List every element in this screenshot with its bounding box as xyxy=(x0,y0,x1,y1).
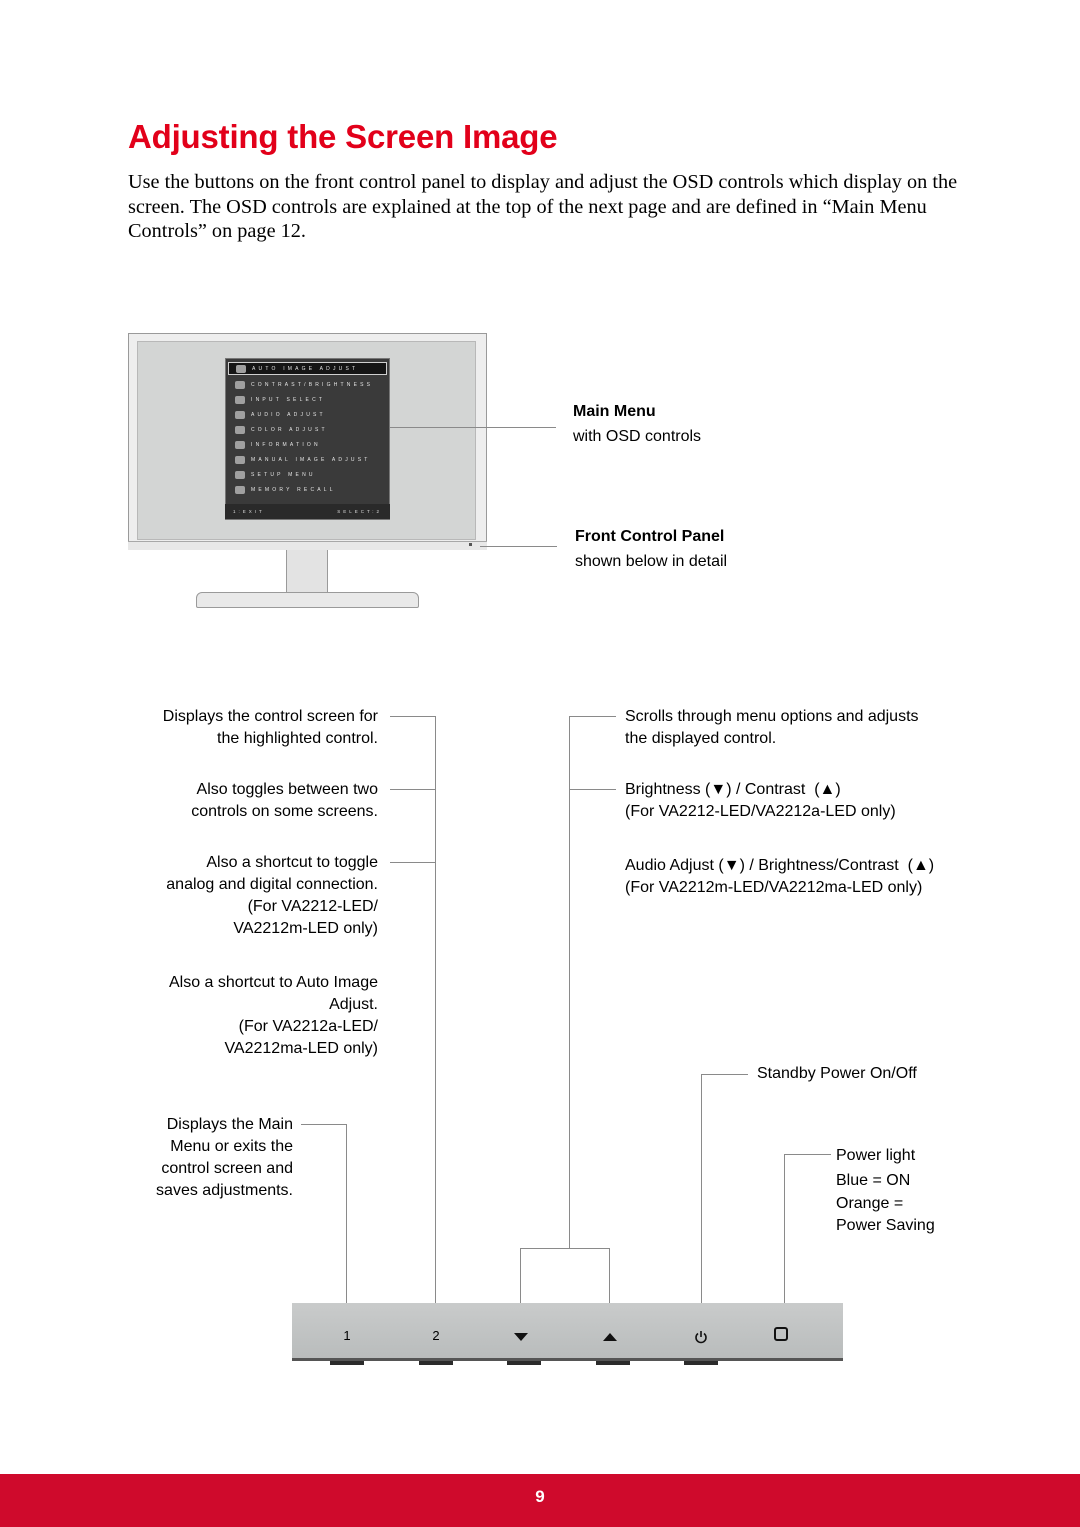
leader-line xyxy=(701,1074,748,1075)
label-arrow-buttons: Scrolls through menu options and adjusts… xyxy=(625,708,919,747)
page-title: Adjusting the Screen Image xyxy=(128,118,558,155)
osd-item-icon xyxy=(235,425,245,434)
osd-item-icon xyxy=(235,395,245,404)
button-2[interactable]: 2 xyxy=(432,1328,440,1343)
osd-item-icon xyxy=(235,470,245,479)
osd-item-icon xyxy=(235,440,245,449)
callout-panel-sub: shown below in detail xyxy=(575,553,728,570)
label-audio-brightness: Audio Adjust (▼) / Brightness/Contrast (… xyxy=(625,857,935,896)
callout-line xyxy=(480,546,557,547)
label-brightness-contrast: Brightness (▼) / Contrast (▲)(For VA2212… xyxy=(625,781,896,820)
osd-item-label: MANUAL IMAGE ADJUST xyxy=(251,456,371,463)
osd-item-label: INPUT SELECT xyxy=(251,396,326,403)
osd-item-label: INFORMATION xyxy=(251,441,321,448)
footer-bar xyxy=(0,1474,1080,1527)
power-icon[interactable] xyxy=(694,1330,708,1344)
osd-item: AUDIO ADJUST xyxy=(228,408,387,421)
callout-panel-title: Front Control Panel xyxy=(575,528,725,545)
osd-main-menu: AUTO IMAGE ADJUST CONTRAST/BRIGHTNESS IN… xyxy=(225,358,390,520)
osd-item: AUTO IMAGE ADJUST xyxy=(228,362,387,375)
leader-line xyxy=(435,716,436,1303)
monitor-bezel xyxy=(128,541,487,550)
up-triangle-icon[interactable] xyxy=(603,1333,617,1341)
button-base xyxy=(684,1361,718,1365)
leader-line xyxy=(390,716,435,717)
osd-item-label: AUDIO ADJUST xyxy=(251,411,326,418)
power-light-icon xyxy=(774,1327,788,1341)
page-number: 9 xyxy=(535,1487,545,1506)
osd-footer: 1:EXIT SELECT:2 xyxy=(225,504,390,519)
osd-item: MANUAL IMAGE ADJUST xyxy=(228,453,387,466)
leader-line xyxy=(390,789,435,790)
osd-item-label: MEMORY RECALL xyxy=(251,486,336,493)
button-1[interactable]: 1 xyxy=(343,1328,351,1343)
button-base xyxy=(507,1361,541,1365)
callout-line xyxy=(390,427,556,428)
osd-item-icon xyxy=(235,455,245,464)
osd-item: MEMORY RECALL xyxy=(228,483,387,496)
button-base xyxy=(596,1361,630,1365)
front-control-panel xyxy=(292,1303,843,1361)
osd-item-label: CONTRAST/BRIGHTNESS xyxy=(251,381,374,388)
callout-main-menu-sub: with OSD controls xyxy=(573,428,702,445)
leader-line xyxy=(520,1248,521,1303)
down-triangle-icon[interactable] xyxy=(514,1333,528,1341)
intro-paragraph: Use the buttons on the front control pan… xyxy=(128,171,958,242)
osd-item-icon xyxy=(236,364,246,373)
monitor-led-icon xyxy=(469,543,472,546)
monitor-neck xyxy=(286,550,328,594)
leader-line xyxy=(569,716,616,717)
osd-item-icon xyxy=(235,380,245,389)
button-base xyxy=(330,1361,364,1365)
osd-footer-select: SELECT:2 xyxy=(337,509,382,514)
osd-item-icon xyxy=(235,410,245,419)
leader-line xyxy=(520,1248,610,1249)
leader-line xyxy=(569,789,616,790)
leader-line xyxy=(784,1154,785,1303)
leader-line xyxy=(301,1124,346,1125)
osd-item: SETUP MENU xyxy=(228,468,387,481)
osd-item: INPUT SELECT xyxy=(228,393,387,406)
osd-item-icon xyxy=(235,485,245,494)
label-standby-power: Standby Power On/Off xyxy=(757,1065,917,1082)
osd-item: CONTRAST/BRIGHTNESS xyxy=(228,378,387,391)
leader-line xyxy=(390,862,435,863)
osd-footer-exit: 1:EXIT xyxy=(233,509,265,514)
leader-line xyxy=(784,1154,831,1155)
callout-main-menu-title: Main Menu xyxy=(573,403,656,420)
osd-item: COLOR ADJUST xyxy=(228,423,387,436)
leader-line xyxy=(609,1248,610,1303)
osd-item-label: AUTO IMAGE ADJUST xyxy=(252,365,359,372)
leader-line xyxy=(346,1124,347,1303)
leader-line xyxy=(569,716,570,1249)
osd-item: INFORMATION xyxy=(228,438,387,451)
button-base xyxy=(419,1361,453,1365)
leader-line xyxy=(701,1074,702,1303)
osd-item-label: COLOR ADJUST xyxy=(251,426,328,433)
monitor-base xyxy=(196,592,419,608)
osd-item-label: SETUP MENU xyxy=(251,471,316,478)
